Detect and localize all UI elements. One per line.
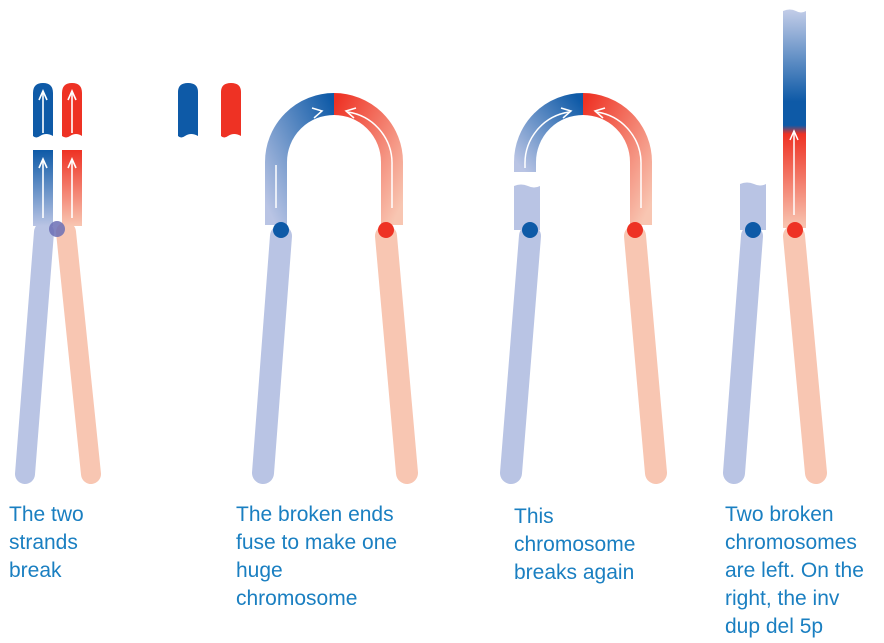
- panel-2-fused-chromosome: [178, 83, 407, 473]
- centromere-blue: [273, 222, 289, 238]
- broken-fragment-blue: [178, 83, 198, 138]
- centromere-blue: [745, 222, 761, 238]
- red-lower-arm: [66, 232, 91, 474]
- arch-right: [583, 104, 641, 225]
- arch-left: [525, 104, 583, 172]
- panel-4-two-broken-chromosomes: [734, 10, 816, 474]
- red-lower-arm: [386, 236, 407, 473]
- centromere-red: [627, 222, 643, 238]
- caption-step-3: This chromosome breaks again: [514, 503, 674, 587]
- red-lower-arm: [794, 236, 816, 473]
- panel-1-two-strands: [25, 83, 91, 474]
- centromere-blue: [522, 222, 538, 238]
- blue-lower-arm: [263, 236, 281, 473]
- arch-left: [276, 104, 334, 225]
- centromere-red: [787, 222, 803, 238]
- blue-lower-arm: [734, 236, 752, 473]
- blue-lower-arm: [25, 232, 44, 474]
- centromere: [49, 221, 65, 237]
- caption-step-1: The two strands break: [9, 501, 129, 585]
- red-lower-arm: [635, 236, 656, 473]
- caption-step-4: Two broken chromosomes are left. On the …: [725, 501, 883, 641]
- arch-right: [334, 104, 392, 225]
- caption-step-2: The broken ends fuse to make one huge ch…: [236, 501, 436, 613]
- blue-lower-arm: [511, 236, 530, 473]
- break-gap: [512, 173, 540, 182]
- broken-fragment-red: [221, 83, 241, 138]
- centromere-red: [378, 222, 394, 238]
- panel-3-second-break: [511, 104, 656, 473]
